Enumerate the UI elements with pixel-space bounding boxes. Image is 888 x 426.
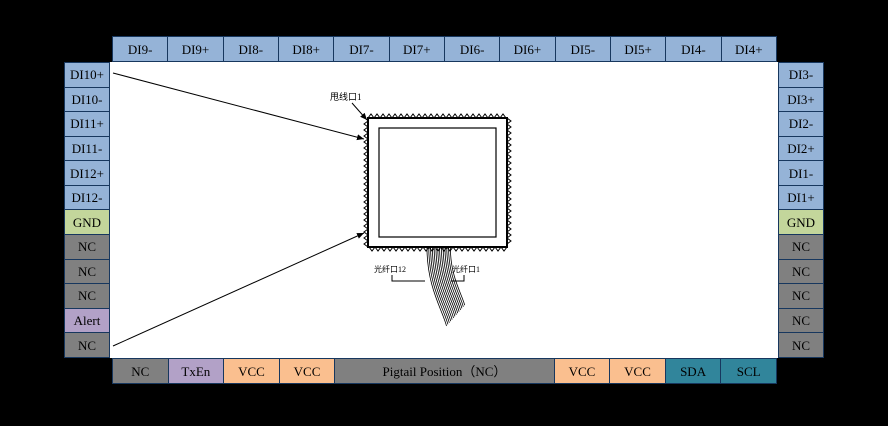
pin-cell-right-col-2: DI2- (778, 111, 824, 137)
pin-cell-right-col-0: DI3- (778, 62, 824, 88)
pin-cell-top-row-0: DI9- (112, 36, 169, 62)
pin-cell-left-col-10: Alert (64, 307, 110, 334)
pin-cell-right-col-9: NC (778, 283, 824, 309)
pin-cell-right-col-6: GND (778, 209, 824, 236)
pin-cell-left-col-1: DI10- (64, 86, 110, 113)
pin-cell-bottom-row-7: SDA (664, 358, 722, 384)
diagram-panel (110, 62, 778, 358)
pin-cell-top-row-10: DI4- (665, 36, 722, 62)
pin-cell-bottom-row-1: TxEn (167, 358, 225, 384)
pin-cell-right-col-4: DI1- (778, 160, 824, 186)
pin-cell-top-row-8: DI5- (554, 36, 611, 62)
pin-cell-left-col-5: DI12- (64, 184, 110, 211)
pin-cell-top-row-4: DI7- (333, 36, 390, 62)
pin-cell-right-col-8: NC (778, 258, 824, 285)
pin-cell-top-row-2: DI8- (222, 36, 279, 62)
pin-cell-left-col-4: DI12+ (64, 160, 110, 186)
pin-cell-bottom-row-6: VCC (609, 358, 666, 384)
pin-cell-right-col-10: NC (778, 307, 824, 334)
pin-cell-top-row-6: DI6- (443, 36, 501, 62)
pin-cell-bottom-row-4: Pigtail Position（NC） (334, 358, 555, 384)
pin-cell-left-col-7: NC (64, 234, 110, 260)
pin-cell-left-col-6: GND (64, 209, 110, 236)
pin-cell-left-col-9: NC (64, 283, 110, 309)
pin-cell-top-row-7: DI6+ (499, 36, 556, 62)
pin-cell-left-col-3: DI11- (64, 135, 110, 162)
pin-cell-bottom-row-5: VCC (553, 358, 611, 384)
pin-cell-bottom-row-2: VCC (223, 358, 280, 384)
pin-cell-right-col-11: NC (778, 332, 824, 358)
pin-cell-top-row-5: DI7+ (388, 36, 445, 62)
pin-cell-top-row-1: DI9+ (167, 36, 224, 62)
pin-cell-right-col-1: DI3+ (778, 86, 824, 113)
pin-cell-bottom-row-3: VCC (278, 358, 336, 384)
pin-cell-top-row-3: DI8+ (277, 36, 335, 62)
pin-cell-right-col-7: NC (778, 234, 824, 260)
pin-cell-left-col-2: DI11+ (64, 111, 110, 137)
pin-cell-right-col-3: DI2+ (778, 135, 824, 162)
pin-cell-bottom-row-0: NC (112, 358, 169, 384)
pin-cell-left-col-8: NC (64, 258, 110, 285)
pin-cell-top-row-11: DI4+ (720, 36, 777, 62)
pin-cell-top-row-9: DI5+ (609, 36, 667, 62)
pin-cell-left-col-0: DI10+ (64, 62, 110, 88)
pin-cell-right-col-5: DI1+ (778, 184, 824, 211)
pin-cell-left-col-11: NC (64, 332, 110, 358)
pin-cell-bottom-row-8: SCL (720, 358, 777, 384)
pin-row-top: DI9-DI9+DI8-DI8+DI7-DI7+DI6-DI6+DI5-DI5+… (112, 36, 777, 62)
